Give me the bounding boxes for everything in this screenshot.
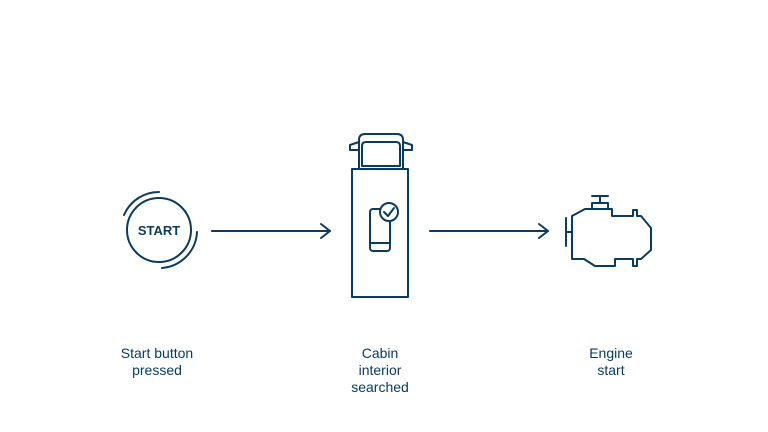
arrow-right-icon bbox=[429, 223, 549, 239]
arrow-right-icon bbox=[211, 223, 331, 239]
step-label-line: interior bbox=[358, 362, 402, 378]
engine-icon bbox=[565, 195, 652, 267]
step-label-line: searched bbox=[351, 379, 409, 395]
van-cabin-check-icon bbox=[349, 133, 413, 298]
step-label-cabin-interior-searched: Cabin interior searched bbox=[300, 345, 460, 396]
step-label-line: Engine bbox=[589, 345, 633, 361]
step-label-line: pressed bbox=[132, 362, 182, 378]
step-label-line: Cabin bbox=[361, 345, 399, 361]
start-button-icon bbox=[123, 190, 198, 269]
step-label-start-button-pressed: Start button pressed bbox=[77, 345, 237, 379]
start-button-text: START bbox=[138, 223, 180, 238]
step-label-engine-start: Engine start bbox=[531, 345, 691, 379]
step-label-line: start bbox=[597, 362, 625, 378]
step-label-line: Start button bbox=[120, 345, 194, 361]
